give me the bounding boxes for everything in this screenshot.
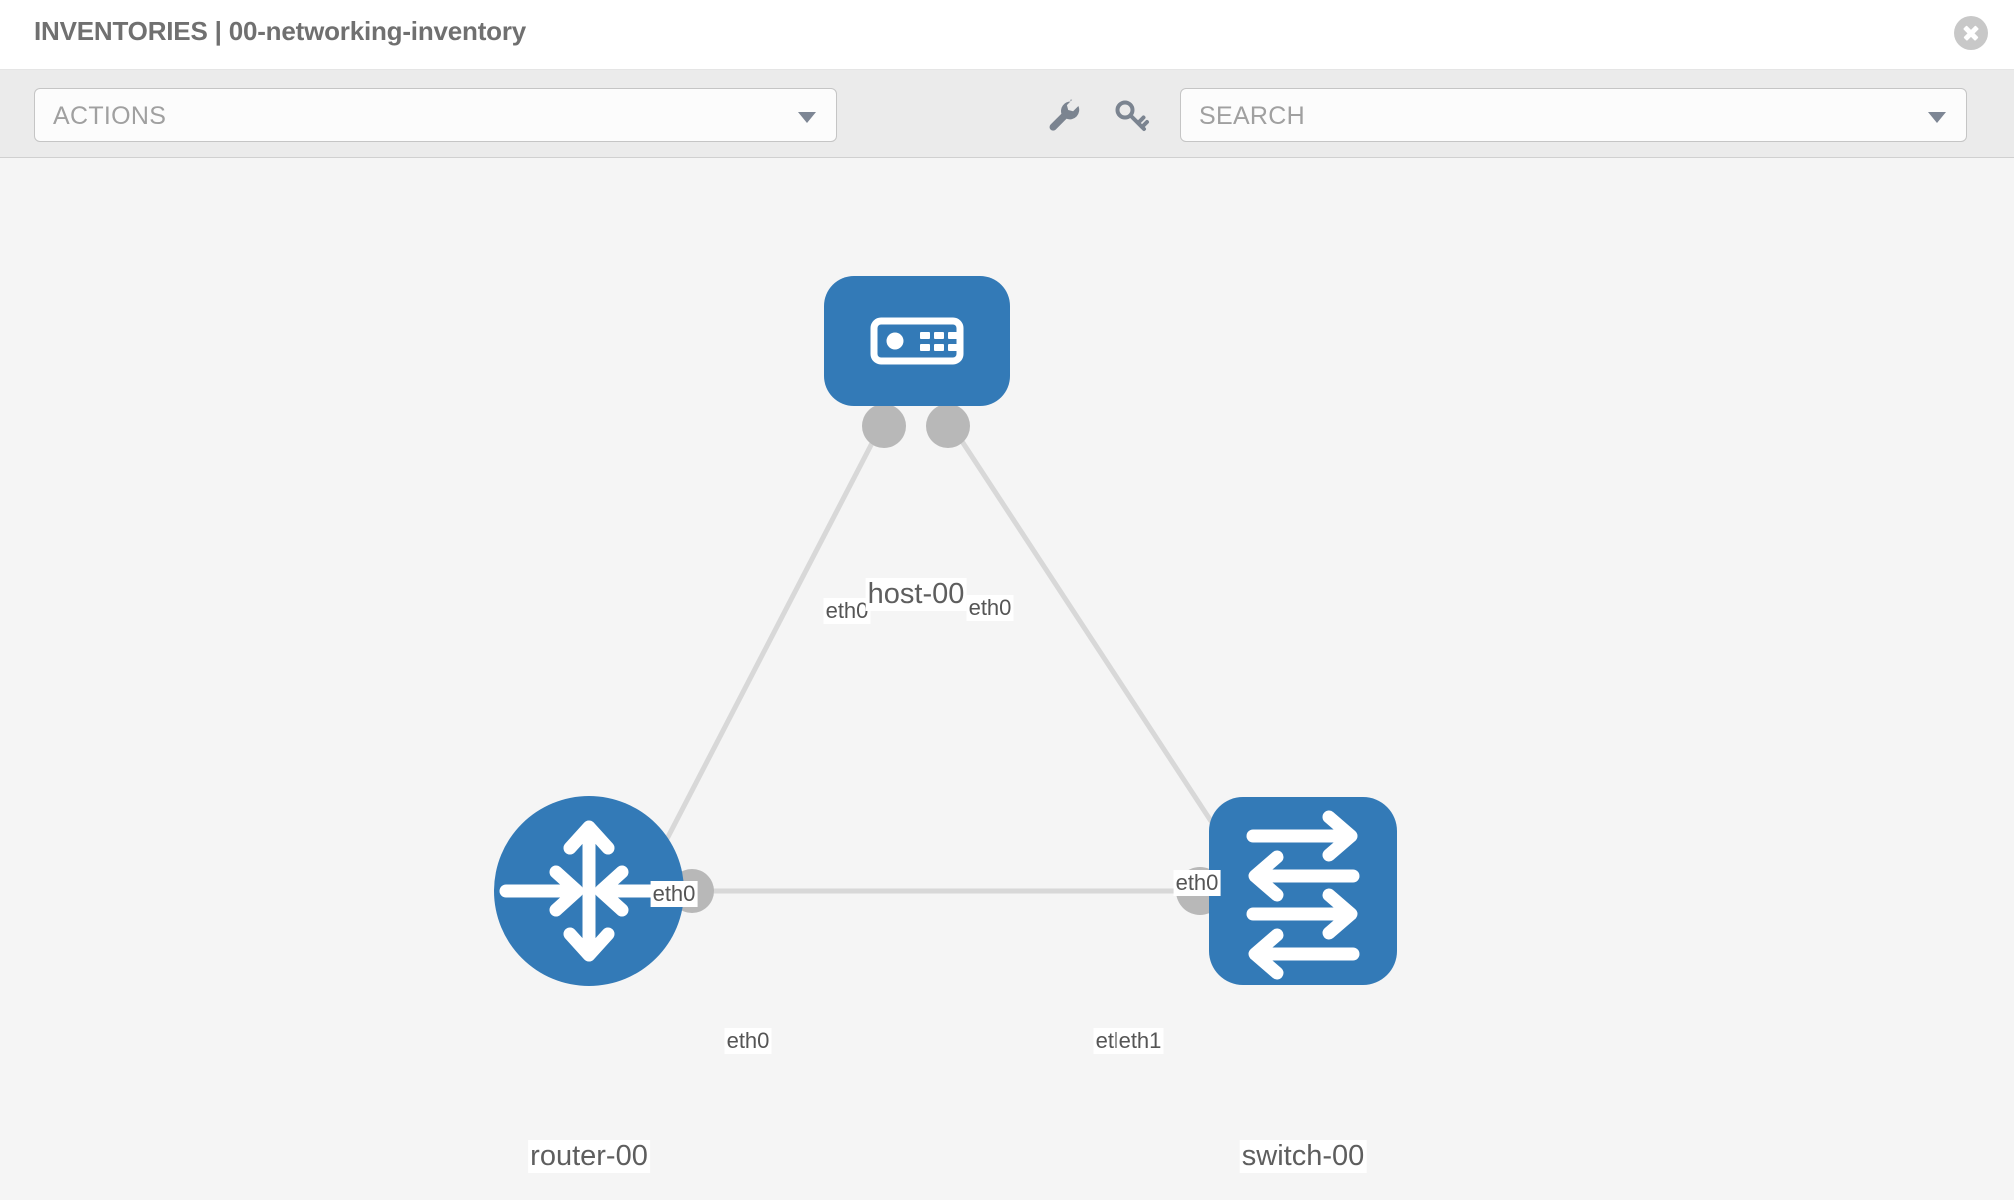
connector-host-left	[862, 404, 906, 448]
edge-label-host-left-eth0[interactable]: eth0	[823, 598, 871, 624]
actions-dropdown-label: ACTIONS	[53, 102, 167, 130]
edge-label-host-right-eth0[interactable]: eth0	[966, 595, 1014, 621]
edge-label-switch-left-eth1[interactable]: eth1	[1116, 1028, 1164, 1054]
edge-label-router-right-eth0[interactable]: eth0	[724, 1028, 772, 1054]
node-label-switch-00[interactable]: switch-00	[1239, 1140, 1367, 1173]
chevron-down-icon[interactable]	[1928, 112, 1946, 123]
edge-host-switch	[945, 418, 1248, 875]
toolbar: ACTIONS SEARCH	[0, 70, 2014, 158]
connector-host-right	[926, 404, 970, 448]
wrench-icon[interactable]	[1040, 92, 1086, 138]
search-input[interactable]: SEARCH	[1180, 88, 1967, 142]
node-router-00	[494, 796, 684, 986]
page-title: INVENTORIES | 00-networking-inventory	[34, 16, 527, 46]
close-icon[interactable]	[1954, 16, 1988, 50]
edge-label-router-up-eth0[interactable]: eth0	[650, 881, 698, 907]
node-label-host-00[interactable]: host-00	[865, 578, 967, 611]
topology-canvas[interactable]: eth0 eth0 host-00 eth0 eth0 eth0 eth0 et…	[0, 158, 2014, 1200]
page-header: INVENTORIES | 00-networking-inventory	[0, 0, 2014, 70]
edge-host-router	[637, 418, 887, 893]
edge-group	[637, 418, 1248, 894]
edge-label-switch-up-eth0[interactable]: eth0	[1173, 870, 1221, 896]
node-switch-00	[1209, 797, 1397, 985]
node-label-router-00[interactable]: router-00	[528, 1140, 650, 1173]
node-host-00	[824, 276, 1010, 406]
topology-graph	[494, 276, 1397, 986]
actions-dropdown[interactable]: ACTIONS	[34, 88, 837, 142]
key-icon[interactable]	[1108, 92, 1154, 138]
search-placeholder: SEARCH	[1199, 102, 1305, 130]
chevron-down-icon	[798, 112, 816, 123]
